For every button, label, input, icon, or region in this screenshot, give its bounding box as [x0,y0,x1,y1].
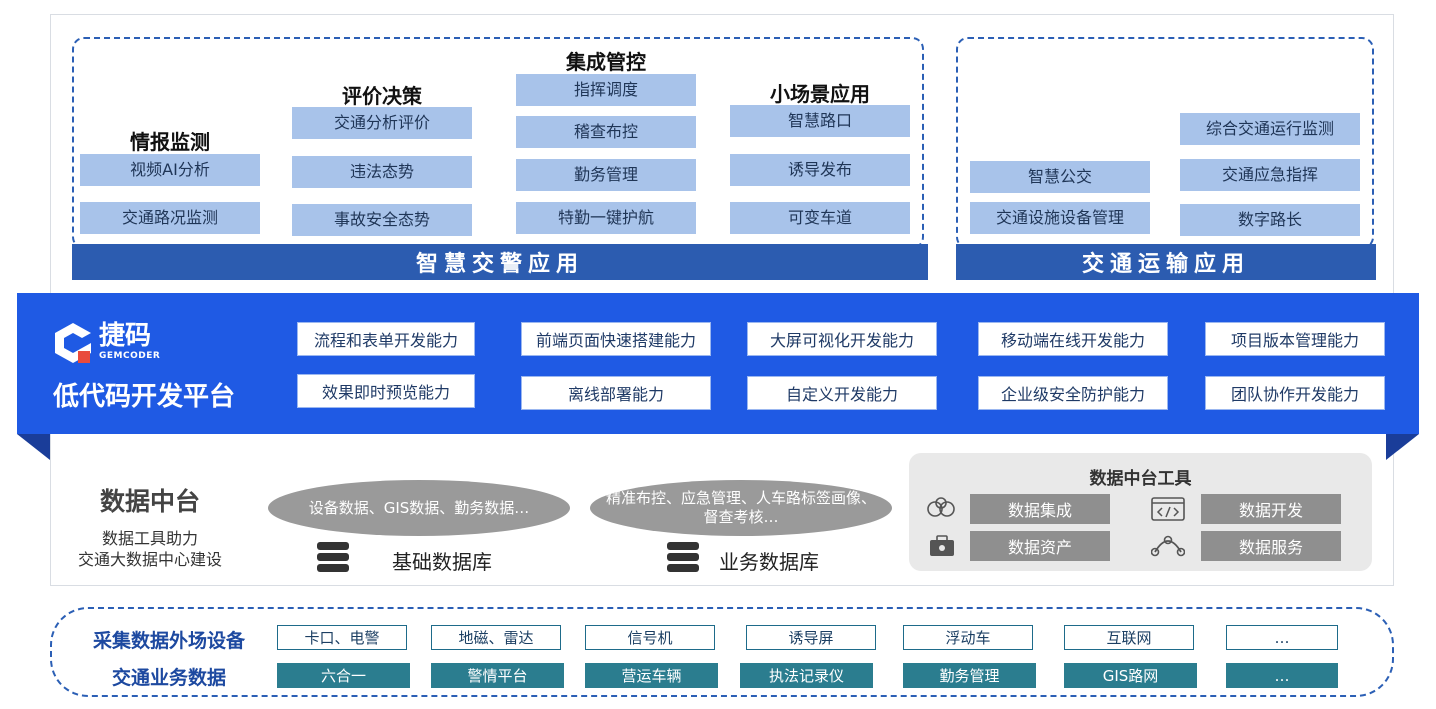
platform-title: 低代码开发平台 [53,382,236,412]
data-platform-subtitle-1: 数据工具助力 [101,529,198,548]
transport-item[interactable]: 数字路长 [1180,204,1360,236]
group-title-eval: 评价决策 [342,84,422,108]
capability-button[interactable]: 效果即时预览能力 [297,374,475,408]
capability-button[interactable]: 离线部署能力 [521,376,711,410]
capability-button[interactable]: 移动端在线开发能力 [978,322,1168,356]
device-item[interactable]: 互联网 [1064,625,1194,650]
transport-item[interactable]: 交通应急指挥 [1180,159,1360,191]
capability-button[interactable]: 企业级安全防护能力 [978,376,1168,410]
capability-button[interactable]: 流程和表单开发能力 [297,322,475,356]
capability-button[interactable]: 自定义开发能力 [747,376,937,410]
business-item[interactable]: 营运车辆 [585,663,718,688]
business-db-text-1: 精准布控、应急管理、人车路标签画像、 [605,489,876,508]
basic-db-label: 基础数据库 [392,550,492,574]
app-item[interactable]: 交通路况监测 [80,202,260,234]
device-item[interactable]: 地磁、雷达 [431,625,561,650]
app-item[interactable]: 诱导发布 [730,154,910,186]
business-item[interactable]: … [1226,663,1338,688]
gemcoder-logo-icon [55,323,91,363]
device-item[interactable]: … [1226,625,1338,650]
ribbon-fold-left [17,434,50,460]
app-item[interactable]: 稽查布控 [516,116,696,148]
lowcode-band [17,293,1419,434]
transport-item[interactable]: 交通设施设备管理 [970,202,1150,234]
business-item[interactable]: 执法记录仪 [740,663,873,688]
group-title-intel: 情报监测 [130,130,210,154]
data-platform-subtitle-2: 交通大数据中心建设 [77,550,222,569]
app-item[interactable]: 视频AI分析 [80,154,260,186]
business-db-text-2: 督查考核… [703,508,779,526]
app-item[interactable]: 违法态势 [292,156,472,188]
tool-button-integration[interactable]: 数据集成 [970,494,1110,524]
app-item[interactable]: 交通分析评价 [292,107,472,139]
code-icon [1151,497,1185,521]
app-item[interactable]: 可变车道 [730,202,910,234]
business-item[interactable]: 六合一 [277,663,410,688]
app-item[interactable]: 特勤一键护航 [516,202,696,234]
brand-name-en: GEMCODER [99,351,161,361]
tool-button-asset[interactable]: 数据资产 [970,531,1110,561]
integration-icon [927,497,955,517]
service-icon [1151,535,1185,557]
tools-title: 数据中台工具 [1089,469,1192,489]
app-item[interactable]: 事故安全态势 [292,204,472,236]
group-title-scene: 小场景应用 [770,82,870,106]
traffic-police-bar: 智慧交警应用 [72,244,928,280]
business-item[interactable]: 警情平台 [431,663,564,688]
app-item[interactable]: 指挥调度 [516,74,696,106]
collection-label-devices: 采集数据外场设备 [92,630,245,652]
capability-button[interactable]: 前端页面快速搭建能力 [521,322,711,356]
transport-item[interactable]: 智慧公交 [970,161,1150,193]
business-db-ellipse: 精准布控、应急管理、人车路标签画像、 督查考核… [590,480,892,536]
capability-button[interactable]: 大屏可视化开发能力 [747,322,937,356]
app-item[interactable]: 勤务管理 [516,159,696,191]
database-icon [667,542,699,572]
ribbon-fold-right [1386,434,1419,460]
device-item[interactable]: 诱导屏 [746,625,876,650]
tool-button-service[interactable]: 数据服务 [1201,531,1341,561]
business-item[interactable]: 勤务管理 [903,663,1036,688]
tool-button-development[interactable]: 数据开发 [1201,494,1341,524]
device-item[interactable]: 浮动车 [903,625,1033,650]
transport-bar: 交通运输应用 [956,244,1376,280]
database-icon [317,542,349,572]
app-item[interactable]: 智慧路口 [730,105,910,137]
device-item[interactable]: 信号机 [585,625,715,650]
transport-item[interactable]: 综合交通运行监测 [1180,113,1360,145]
business-item[interactable]: GIS路网 [1064,663,1197,688]
capability-button[interactable]: 项目版本管理能力 [1205,322,1385,356]
group-title-integrated: 集成管控 [566,50,646,74]
device-item[interactable]: 卡口、电警 [277,625,407,650]
collection-label-business: 交通业务数据 [111,667,226,689]
asset-icon [930,535,954,556]
business-db-label: 业务数据库 [719,550,819,574]
capability-button[interactable]: 团队协作开发能力 [1205,376,1385,410]
collection-container [50,607,1394,697]
basic-db-ellipse: 设备数据、GIS数据、勤务数据… [268,480,570,536]
brand-name: 捷码 [99,321,152,351]
data-platform-title: 数据中台 [99,487,200,516]
